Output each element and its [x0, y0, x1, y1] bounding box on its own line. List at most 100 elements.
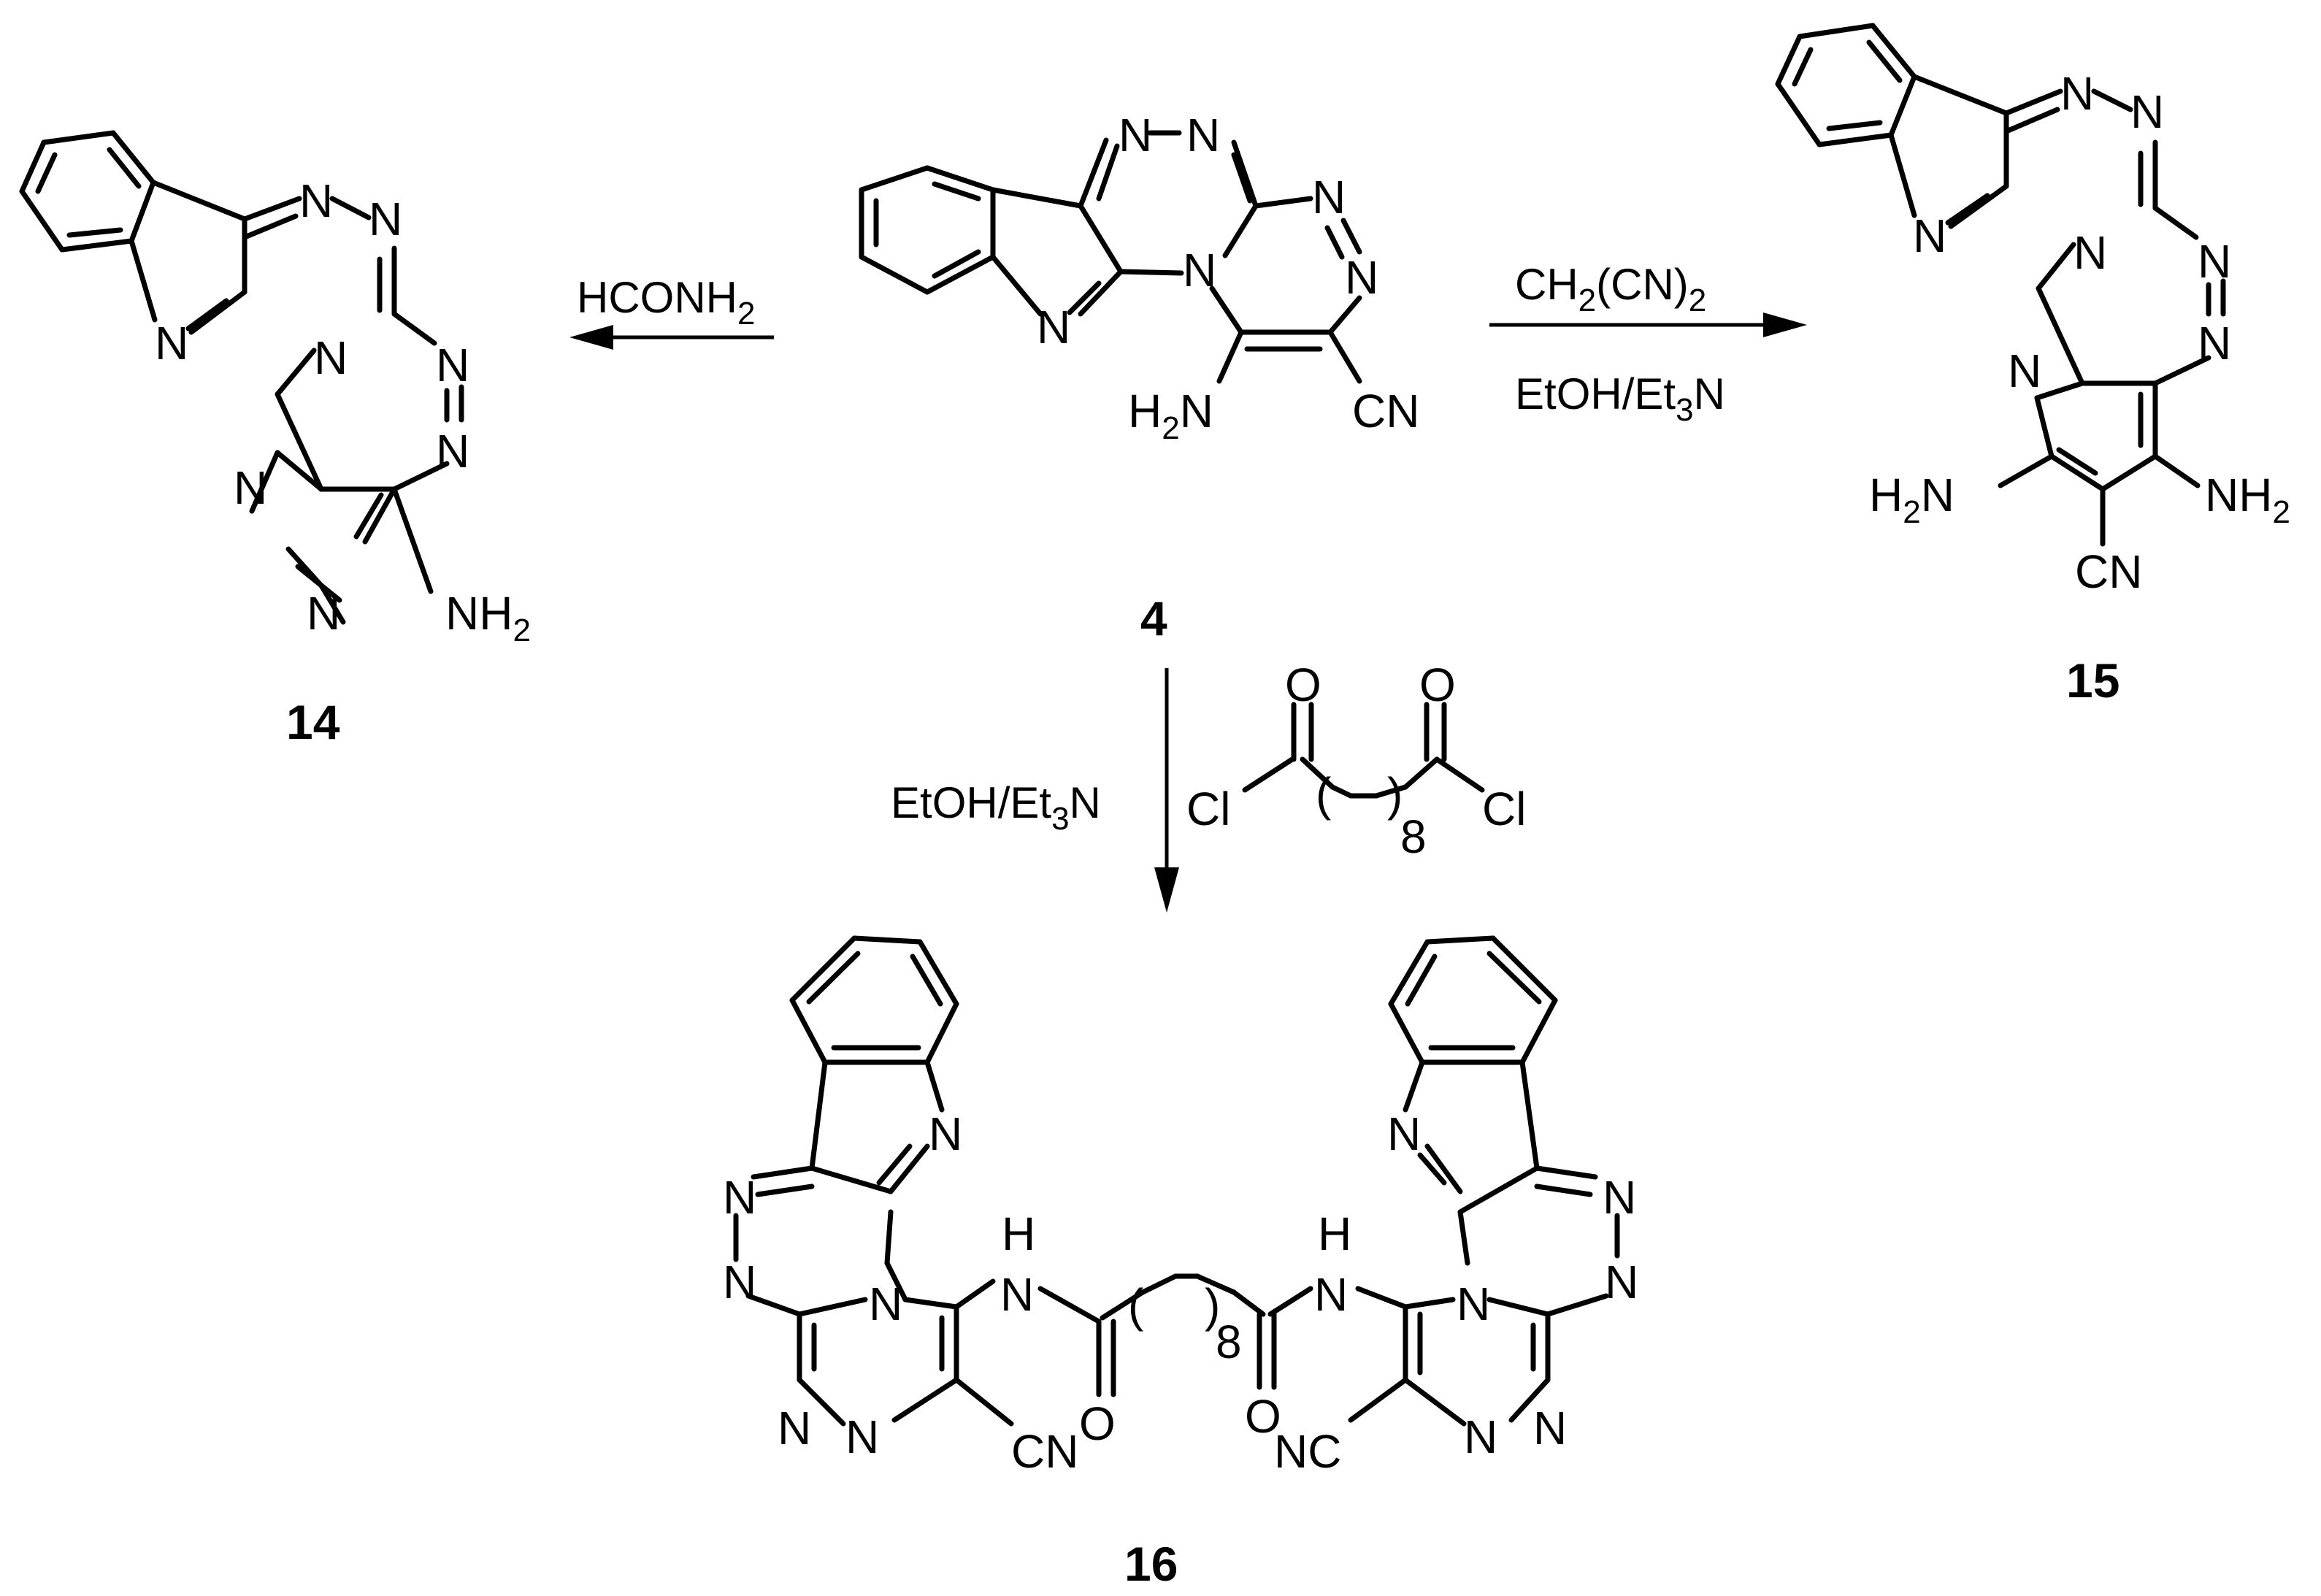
bond — [35, 152, 58, 194]
amino-group-label: NH2 — [2205, 469, 2290, 530]
atom-n: N — [1119, 109, 1152, 161]
bond — [924, 1001, 959, 1065]
bond — [1434, 756, 1485, 793]
atom-n: N — [1603, 1171, 1636, 1224]
bond — [1403, 1059, 1425, 1113]
bond — [1519, 997, 1558, 1065]
compound-14-labels: N N N N N N N N NH2 14 — [155, 174, 531, 749]
bond — [932, 181, 981, 202]
bond — [2152, 453, 2201, 488]
bond — [1816, 132, 1894, 147]
reagent-ethanol-triethylamine: EtOH/Et3N — [891, 778, 1101, 837]
bond — [1417, 1152, 1447, 1186]
bond — [1490, 935, 1558, 1003]
bond — [1948, 183, 2009, 229]
bond — [902, 1297, 959, 1310]
compound-id-14: 14 — [286, 695, 340, 749]
bond — [1327, 295, 1362, 335]
bond — [1355, 1286, 1408, 1310]
repeat-count: 8 — [1216, 1316, 1242, 1368]
bond — [1508, 1377, 1551, 1423]
bond — [924, 1059, 945, 1113]
bond — [2034, 395, 2055, 459]
compound-id-16: 16 — [1124, 1537, 1178, 1591]
bond — [1775, 34, 1803, 87]
bond — [891, 1377, 959, 1423]
bond — [809, 1165, 894, 1194]
amino-group-label: H2N — [1869, 469, 1954, 530]
nitrile-label: CN — [1352, 385, 1419, 437]
compound-16-labels: N N N N N N H N O CN ( ) 8 O H N NC N N … — [723, 1108, 1638, 1591]
bond — [1519, 1059, 1540, 1171]
atom-n: N — [869, 1278, 902, 1330]
bond — [128, 180, 156, 244]
arrow-to-16: EtOH/Et3N O O Cl Cl ( ) 8 — [891, 659, 1526, 913]
atom-n: N — [1533, 1402, 1567, 1454]
nitrile-label: CN — [1011, 1425, 1078, 1478]
bond — [1242, 756, 1295, 793]
bond — [1403, 1377, 1467, 1427]
bond — [2003, 88, 2063, 116]
atom-n: N — [307, 587, 340, 640]
bond — [2100, 453, 2158, 492]
bond — [954, 1278, 996, 1310]
bond — [185, 298, 229, 331]
bond — [1424, 1143, 1463, 1194]
bond — [1388, 1001, 1425, 1065]
bond — [924, 254, 996, 295]
bond — [2036, 285, 2085, 386]
atom-n: N — [436, 339, 469, 391]
bond — [353, 492, 384, 540]
bond — [1067, 280, 1102, 315]
bond — [1118, 269, 1184, 276]
bond — [275, 450, 324, 492]
bond — [1403, 1297, 1456, 1310]
bond — [2056, 447, 2098, 476]
atom-n: N — [1605, 1256, 1638, 1308]
atom-n: N — [1464, 1411, 1497, 1463]
bond — [1403, 756, 1440, 790]
amino-group-label: NH2 — [445, 587, 531, 648]
atom-n: N — [845, 1411, 879, 1463]
bond — [1945, 193, 1990, 226]
bond — [1231, 1289, 1266, 1317]
bond — [1327, 329, 1362, 384]
bond — [990, 187, 1083, 209]
bond — [1209, 285, 1244, 335]
bond — [1194, 1273, 1237, 1295]
compound-14-structure — [19, 130, 464, 625]
atom-n: N — [1312, 171, 1346, 223]
bond — [1324, 225, 1345, 260]
bond — [1078, 137, 1109, 209]
bond — [917, 939, 959, 1007]
amide-nh-label: H — [1318, 1208, 1351, 1260]
bond — [1797, 23, 1876, 39]
bond — [107, 147, 142, 189]
atom-oxygen: O — [1285, 659, 1321, 711]
compound-15-labels: N N N N N N N H2N NH2 CN 15 — [1869, 67, 2290, 707]
atom-n: N — [1037, 301, 1070, 353]
bond — [19, 139, 47, 194]
arrowhead — [1154, 867, 1179, 913]
bond — [19, 188, 65, 253]
bond — [1534, 1183, 1593, 1197]
compound-id-4: 4 — [1140, 591, 1167, 645]
bond — [1216, 329, 1244, 384]
bond — [295, 564, 342, 603]
bond — [329, 196, 372, 220]
atom-n: N — [2060, 67, 2094, 120]
bond — [1534, 1165, 1598, 1180]
atom-n: N — [436, 425, 469, 477]
atom-chlorine: Cl — [1186, 783, 1230, 835]
bond — [789, 997, 828, 1065]
bond — [884, 1209, 894, 1266]
compound-id-15: 15 — [2066, 653, 2119, 707]
atom-n: N — [234, 461, 267, 514]
bond — [1388, 939, 1430, 1007]
repeat-bracket: ( — [1316, 768, 1331, 821]
bond — [910, 954, 943, 1007]
bond — [1330, 784, 1354, 799]
amide-nh-label: H — [1002, 1208, 1035, 1260]
bond — [2152, 355, 2211, 386]
atom-n: N — [929, 1108, 962, 1160]
